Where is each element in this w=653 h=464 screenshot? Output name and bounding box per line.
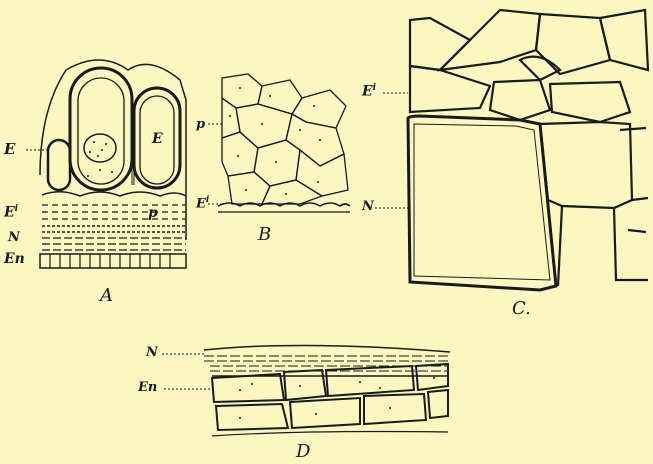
label-b-ei: Ei (196, 196, 209, 210)
caption-b: B (258, 226, 271, 244)
label-b-p: p (196, 118, 205, 131)
panel-a-drawing (40, 60, 186, 268)
label-a-e-cell: E (152, 132, 163, 146)
label-c-ei: Ei (362, 84, 376, 99)
label-a-ei: Ei (4, 205, 18, 220)
panel-c-drawing (408, 10, 648, 290)
panel-b-drawing (218, 70, 350, 212)
label-a-n: N (8, 231, 20, 244)
label-leaders (26, 93, 410, 389)
caption-c: C. (512, 300, 531, 318)
panel-d-drawing (204, 345, 450, 436)
label-d-n: N (146, 346, 158, 359)
caption-a: A (100, 287, 113, 305)
caption-d: D (296, 443, 310, 461)
label-c-n: N (362, 200, 374, 213)
label-d-en: En (138, 381, 157, 394)
stipple-dots (87, 87, 435, 419)
label-a-p: p (148, 206, 158, 220)
label-a-en: En (4, 252, 25, 266)
label-a-e-left: E (4, 142, 15, 157)
